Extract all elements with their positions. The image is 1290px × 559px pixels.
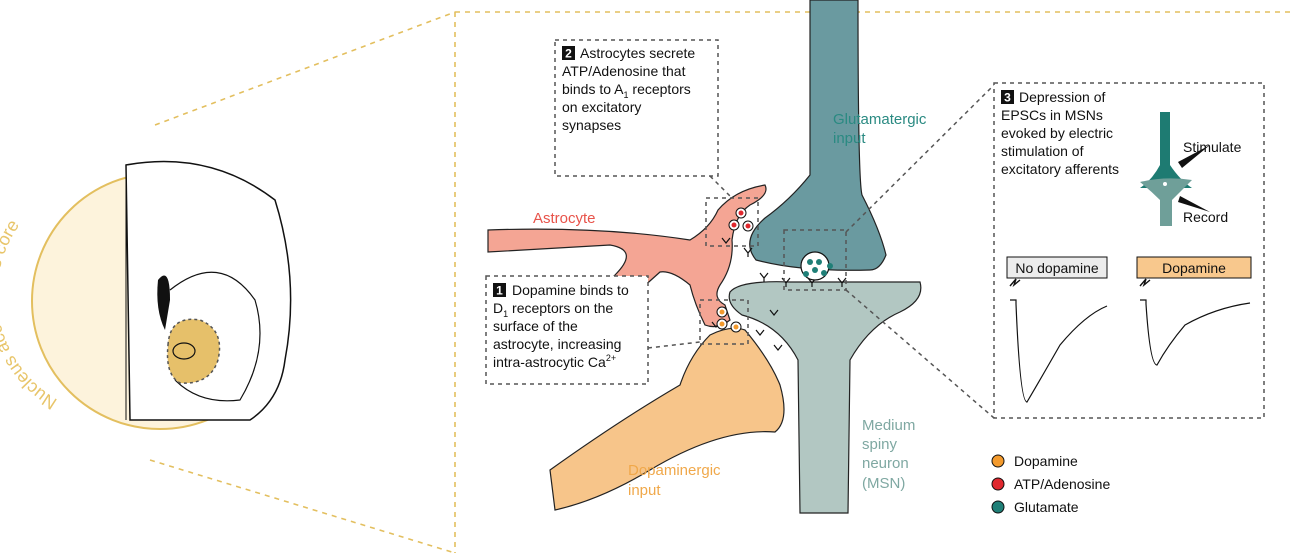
step-1-line-4: astrocyte, increasing bbox=[493, 336, 621, 352]
step-3-line-4: stimulation of bbox=[1001, 143, 1084, 159]
dopamine-label: Dopamine bbox=[1162, 260, 1226, 276]
legend-atp-label: ATP/Adenosine bbox=[1014, 476, 1110, 492]
step-2-line-4: on excitatory bbox=[562, 99, 641, 115]
legend-dopamine-swatch bbox=[992, 455, 1004, 467]
no-dopamine-label: No dopamine bbox=[1015, 260, 1098, 276]
step-2-line-5: synapses bbox=[562, 117, 621, 133]
step-2-line-2: ATP/Adenosine that bbox=[562, 63, 686, 79]
brain-section-outline bbox=[126, 162, 291, 420]
step-1-line-5: intra-astrocytic Ca2+ bbox=[493, 353, 616, 370]
msn-label-4: (MSN) bbox=[862, 475, 905, 492]
step-3-line-1: Depression of bbox=[1019, 89, 1105, 105]
step-3-line-2: EPSCs in MSNs bbox=[1001, 107, 1103, 123]
dopaminergic-label-1: Dopaminergic bbox=[628, 462, 721, 479]
legend-glutamate-swatch bbox=[992, 501, 1004, 513]
glutamatergic-label-1: Glutamatergic bbox=[833, 111, 927, 128]
msn-label-3: neuron bbox=[862, 455, 909, 472]
astrocyte-label: Astrocyte bbox=[533, 210, 596, 227]
glutamatergic-label-2: input bbox=[833, 130, 866, 147]
legend-atp-swatch bbox=[992, 478, 1004, 490]
dopaminergic-label-2: input bbox=[628, 482, 661, 499]
step-3-number: 3 bbox=[1004, 91, 1011, 105]
legend-glutamate-label: Glutamate bbox=[1014, 499, 1079, 515]
step-3-line-5: excitatory afferents bbox=[1001, 161, 1119, 177]
step-box-1: 1 Dopamine binds to D1 receptors on the … bbox=[486, 276, 648, 384]
step-2-line-1: Astrocytes secrete bbox=[580, 45, 695, 61]
brain-slice-panel: Nucleus accumbens core bbox=[0, 162, 291, 429]
step-3-line-3: evoked by electric bbox=[1001, 125, 1113, 141]
legend-dopamine-label: Dopamine bbox=[1014, 453, 1078, 469]
step-box-2: 2 Astrocytes secrete ATP/Adenosine that … bbox=[555, 40, 718, 176]
msn-label-1: Medium bbox=[862, 417, 915, 434]
record-label: Record bbox=[1183, 209, 1228, 225]
step-1-line-1: Dopamine binds to bbox=[512, 282, 629, 298]
msn-label-2: spiny bbox=[862, 436, 898, 453]
stimulate-label: Stimulate bbox=[1183, 139, 1242, 155]
step-1-line-3: surface of the bbox=[493, 318, 578, 334]
step-box-3: 3 Depression of EPSCs in MSNs evoked by … bbox=[994, 83, 1264, 418]
legend: Dopamine ATP/Adenosine Glutamate bbox=[992, 453, 1110, 515]
step-1-number: 1 bbox=[496, 284, 503, 298]
step-2-number: 2 bbox=[565, 47, 572, 61]
